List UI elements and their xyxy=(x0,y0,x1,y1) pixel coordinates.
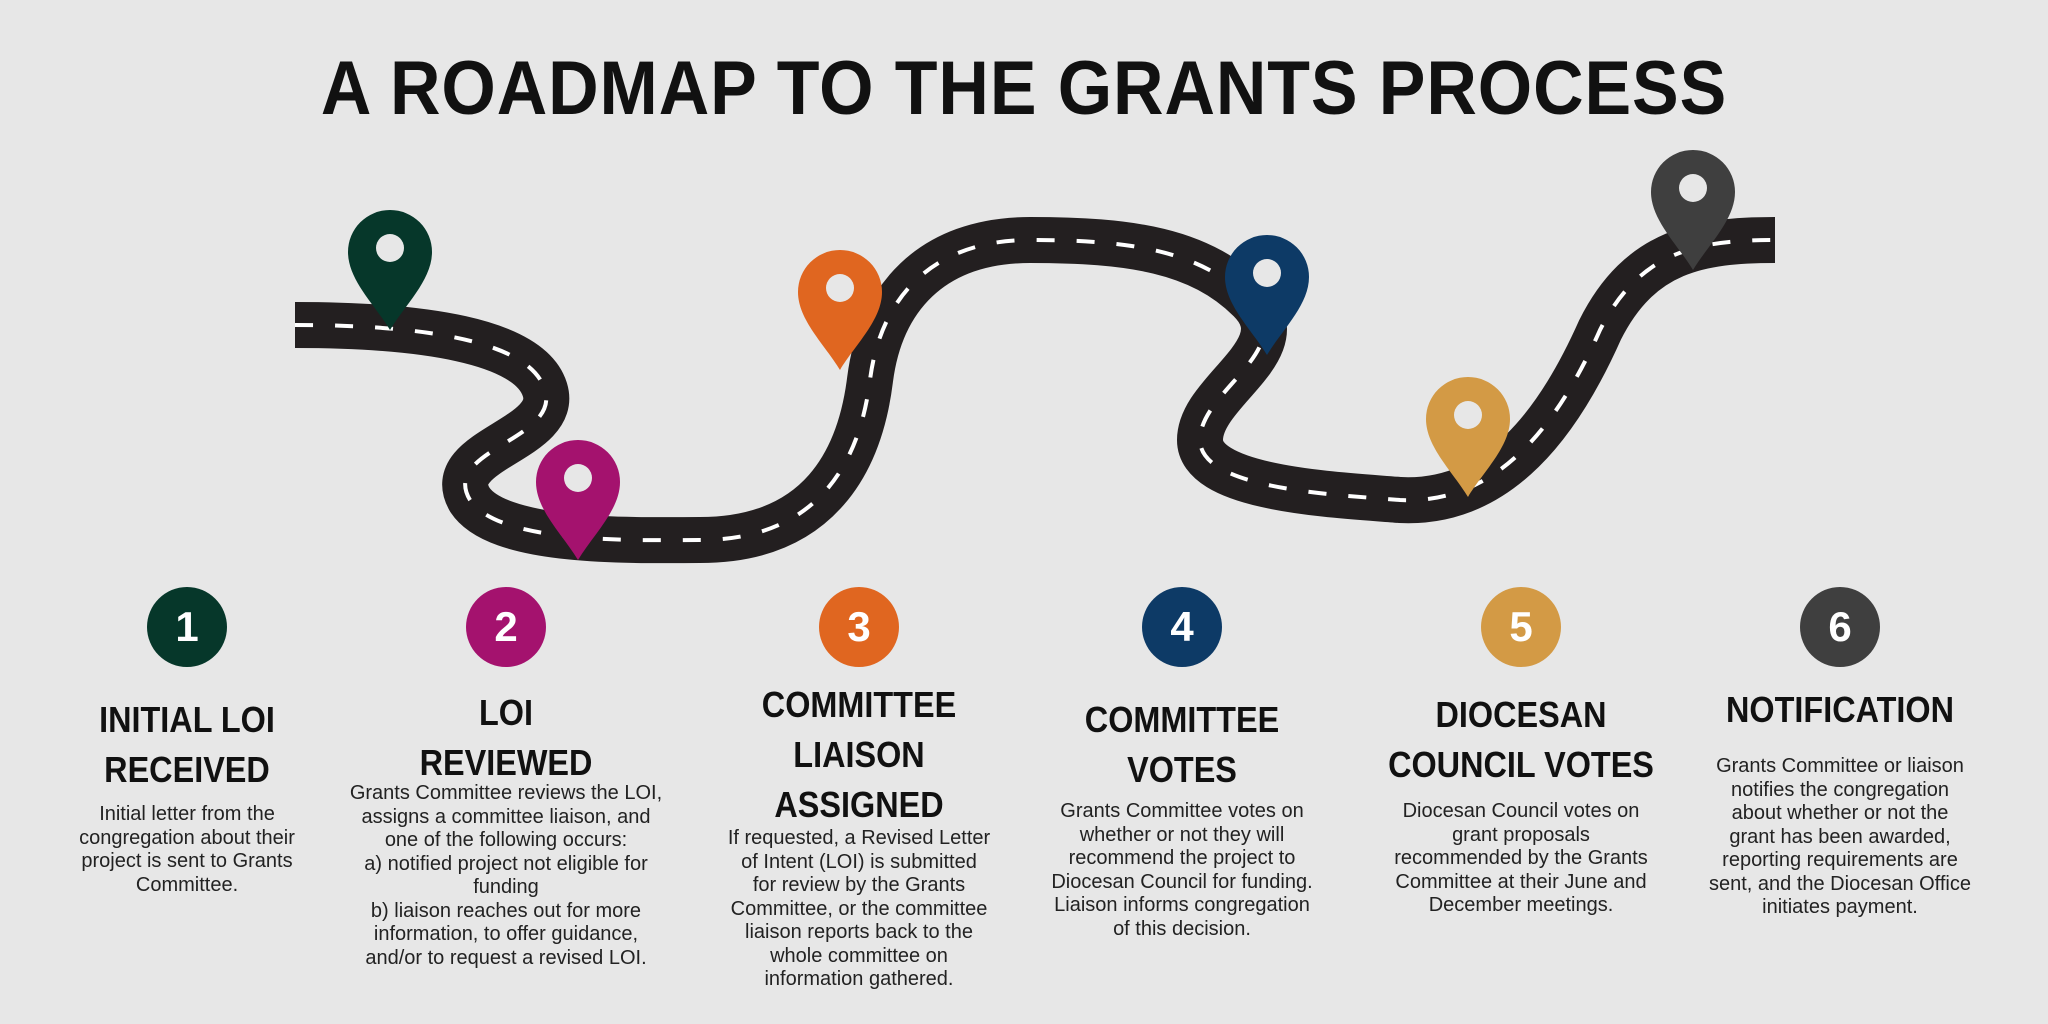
map-pin-icon-3 xyxy=(798,250,882,370)
description-line: whole committee on xyxy=(770,944,948,967)
description-line: of Intent (LOI) is submitted xyxy=(741,850,977,873)
road xyxy=(294,216,1776,564)
description-line: Committee, or the committee xyxy=(730,897,988,920)
road-center-dashes xyxy=(294,237,1776,543)
description-line: Grants Committee reviews the LOI, xyxy=(349,782,663,804)
map-pin-icon-1 xyxy=(348,210,432,330)
description-line: Diocesan Council for funding. xyxy=(1051,870,1313,893)
step-title-line: VOTES xyxy=(1127,749,1237,790)
description-line: grant proposals xyxy=(1452,823,1590,846)
step-title-line: RECEIVED xyxy=(104,749,270,790)
step-title-line: REVIEWED xyxy=(419,742,593,783)
step-title-line: COUNCIL VOTES xyxy=(1388,744,1654,785)
description-line: reporting requirements are xyxy=(1722,849,1958,871)
step-number-badge: 1 xyxy=(147,587,227,667)
step-6-title: NOTIFICATION xyxy=(1670,685,2010,735)
map-pin-icon-6 xyxy=(1651,150,1735,270)
description-line: funding xyxy=(473,876,539,898)
step-number-badge: 3 xyxy=(819,587,899,667)
description-line: liaison reports back to the xyxy=(745,921,973,943)
step-1-title: INITIAL LOI RECEIVED xyxy=(17,695,357,795)
step-title-line: COMMITTEE xyxy=(1084,699,1280,740)
description-line: Diocesan Council votes on xyxy=(1402,800,1640,822)
description-line: assigns a committee liaison, and xyxy=(361,805,651,828)
description-line: a) notified project not eligible for xyxy=(364,852,648,875)
step-title-line: ASSIGNED xyxy=(774,784,944,825)
description-line: If requested, a Revised Letter xyxy=(727,827,991,849)
step-title-line: COMMITTEE xyxy=(761,684,957,725)
description-line: Initial letter from the xyxy=(99,803,275,825)
map-pin-icon-5 xyxy=(1426,377,1510,497)
description-line: recommend the project to xyxy=(1068,847,1296,869)
step-2-description: Grants Committee reviews the LOI,assigns… xyxy=(336,782,676,970)
description-line: Committee. xyxy=(135,873,239,896)
description-line: Grants Committee votes on xyxy=(1060,800,1304,822)
description-line: of this decision. xyxy=(1113,917,1251,940)
description-line: information, to offer guidance, xyxy=(373,923,639,945)
step-number-badge: 5 xyxy=(1481,587,1561,667)
description-line: information gathered. xyxy=(764,968,954,990)
description-line: Liaison informs congregation xyxy=(1054,894,1310,916)
description-line: and/or to request a revised LOI. xyxy=(365,946,647,969)
description-line: recommended by the Grants xyxy=(1394,847,1648,869)
step-5-number: 5 xyxy=(1351,587,1691,667)
step-4-number: 4 xyxy=(1012,587,1352,667)
step-number-badge: 6 xyxy=(1800,587,1880,667)
step-2-title: LOI REVIEWED xyxy=(336,688,676,788)
description-line: Grants Committee or liaison xyxy=(1716,755,1964,777)
step-3-number: 3 xyxy=(689,587,1029,667)
step-3-title: COMMITTEE LIAISON ASSIGNED xyxy=(689,680,1029,830)
map-pin-icon-4 xyxy=(1225,235,1309,355)
step-title-line: INITIAL LOI xyxy=(99,699,275,740)
description-line: one of the following occurs: xyxy=(384,829,628,851)
description-line: notifies the congregation xyxy=(1731,778,1949,801)
description-line: project is sent to Grants xyxy=(81,850,293,872)
description-line: b) liaison reaches out for more xyxy=(370,899,642,922)
map-pin-icon-2 xyxy=(536,440,620,560)
step-title-line: LIAISON xyxy=(793,734,925,775)
step-title-line: NOTIFICATION xyxy=(1726,689,1954,730)
step-number-badge: 2 xyxy=(466,587,546,667)
step-2-number: 2 xyxy=(336,587,676,667)
description-line: whether or not they will xyxy=(1079,823,1285,846)
description-line: sent, and the Diocesan Office xyxy=(1708,872,1971,895)
description-line: about whether or not the xyxy=(1731,802,1949,824)
description-line: Committee at their June and xyxy=(1395,870,1647,893)
page-title: A ROADMAP TO THE GRANTS PROCESS xyxy=(320,46,1728,131)
description-line: December meetings. xyxy=(1428,894,1614,916)
step-title-line: LOI xyxy=(479,692,533,733)
step-1-number: 1 xyxy=(17,587,357,667)
step-6-number: 6 xyxy=(1670,587,2010,667)
description-line: initiates payment. xyxy=(1762,896,1918,918)
step-number-badge: 4 xyxy=(1142,587,1222,667)
step-title-line: DIOCESAN xyxy=(1435,694,1607,735)
step-4-title: COMMITTEE VOTES xyxy=(1012,695,1352,795)
step-5-title: DIOCESAN COUNCIL VOTES xyxy=(1351,690,1691,790)
description-line: grant has been awarded, xyxy=(1729,825,1951,848)
description-line: congregation about their xyxy=(79,826,295,849)
description-line: for review by the Grants xyxy=(752,874,966,896)
